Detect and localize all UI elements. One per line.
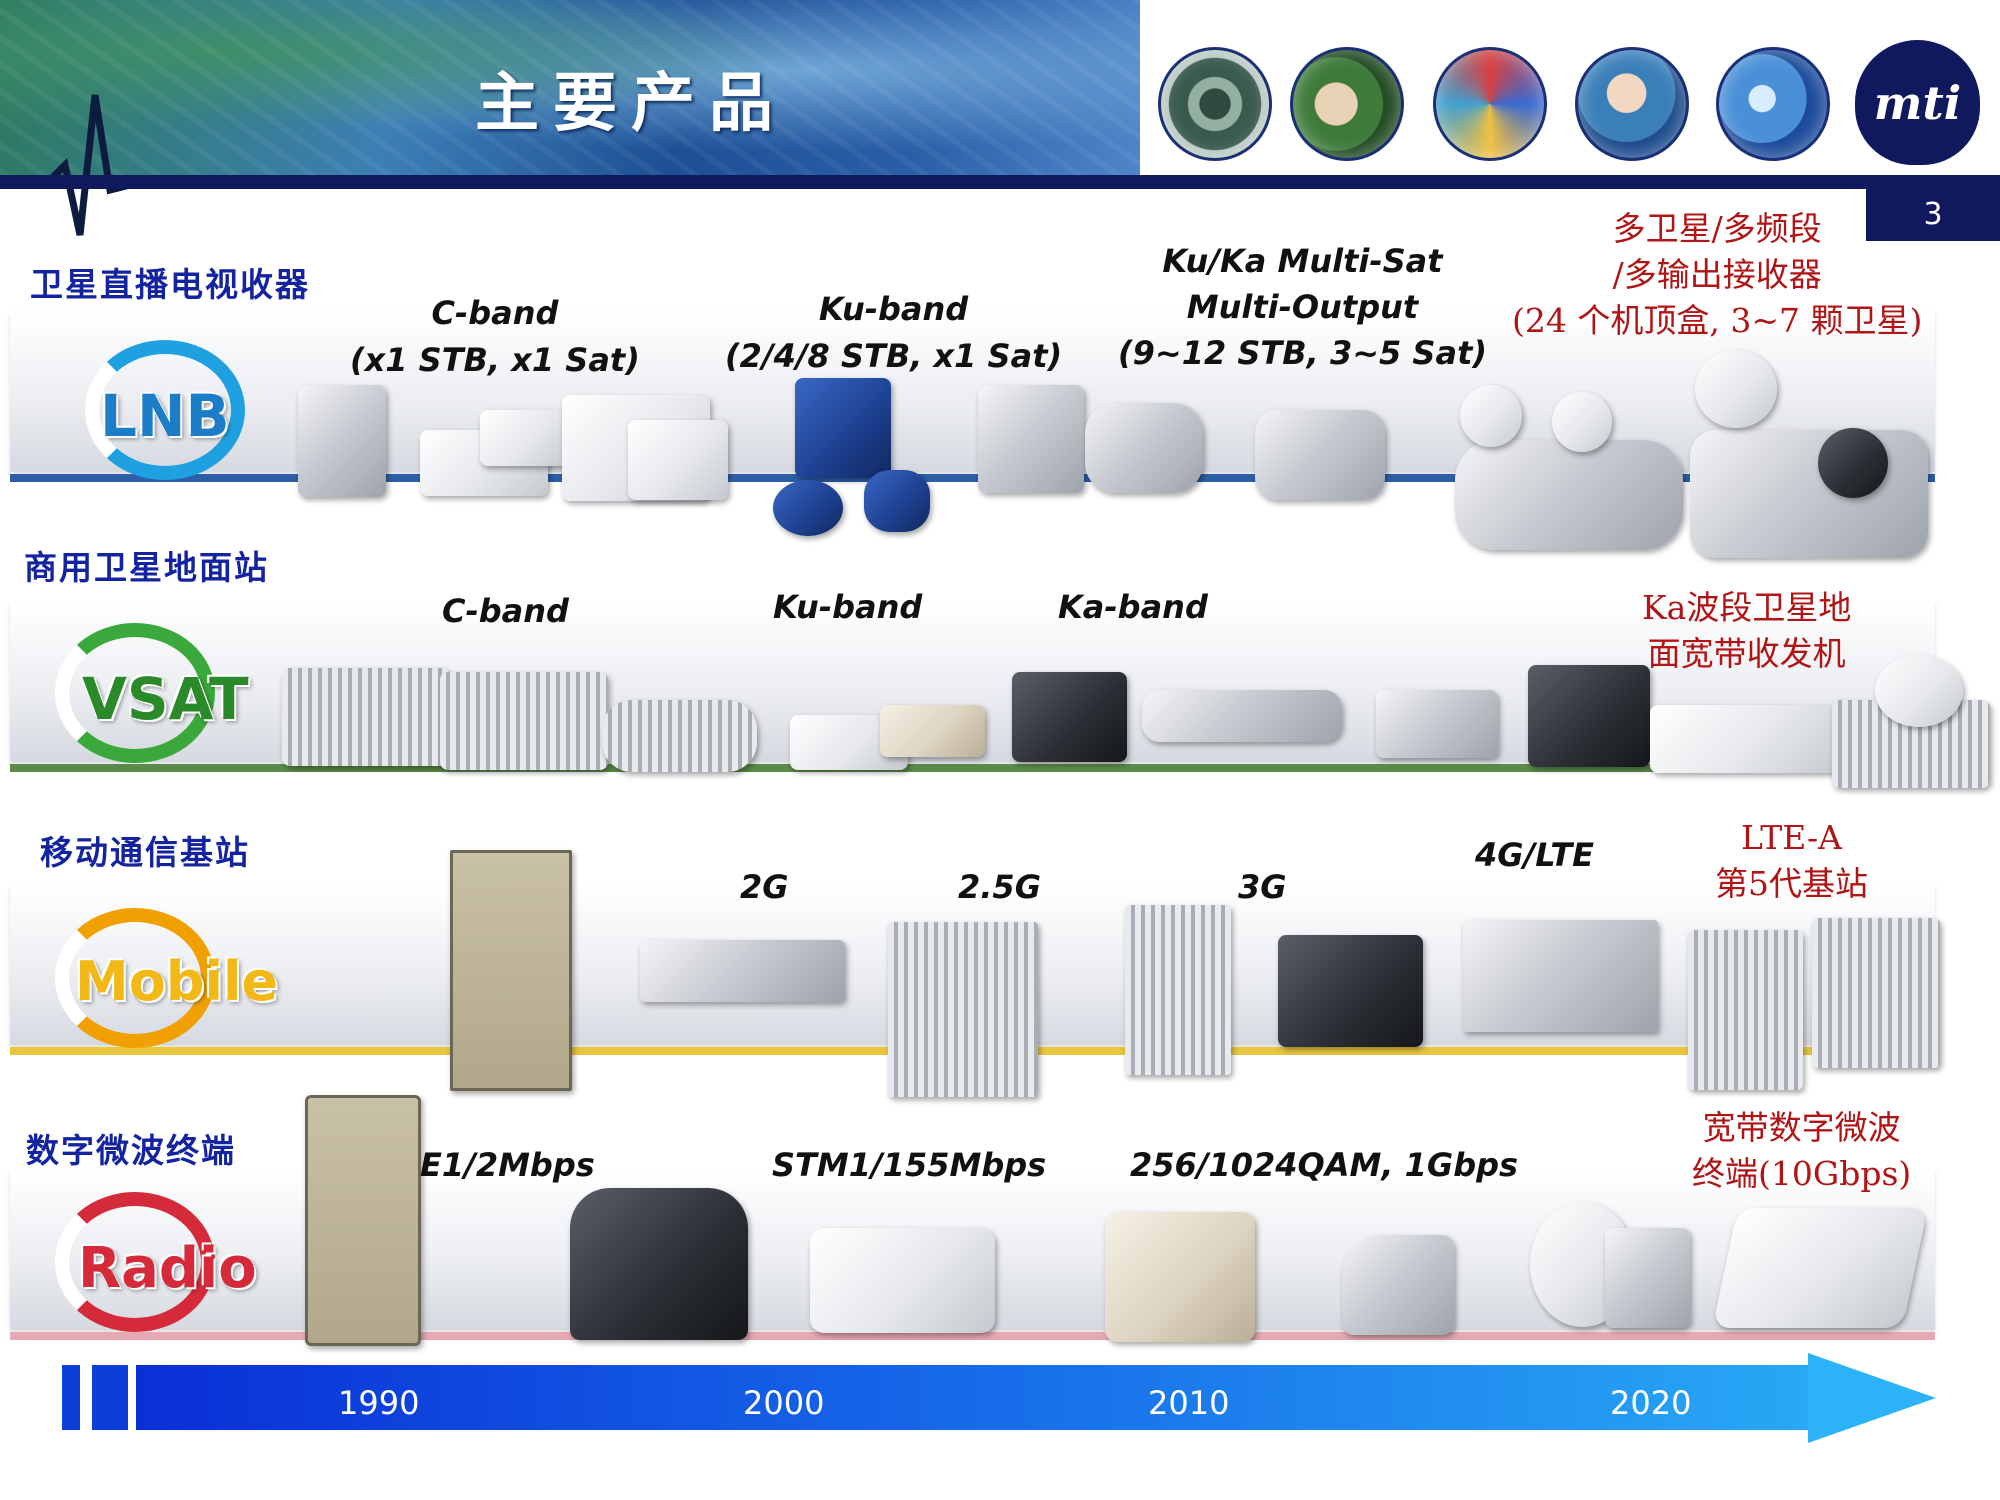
- product-lnb-6: [795, 378, 891, 478]
- product-vsat-8: [1376, 690, 1498, 758]
- label-4g-lte: 4G/LTE: [1475, 836, 1594, 874]
- product-lnb-5: [628, 420, 728, 500]
- timeline-year-1990: 1990: [338, 1384, 420, 1422]
- product-mobile-5: [1278, 935, 1423, 1047]
- timeline-year-2010: 2010: [1148, 1384, 1230, 1422]
- screens-photo-icon: [1433, 47, 1547, 161]
- product-radio-1: [305, 1095, 421, 1346]
- product-mobile-2: [640, 940, 845, 1002]
- product-vsat-6: [1012, 672, 1127, 762]
- category-title-lnb: 卫星直播电视收器: [30, 265, 310, 304]
- label-ka-band-vsat: Ka-band: [1058, 588, 1208, 626]
- product-lnb-12-dish-a: [1460, 385, 1522, 447]
- product-vsat-1: [282, 668, 450, 766]
- timeline-arrow-icon: [1808, 1353, 1936, 1443]
- product-vsat-7: [1142, 690, 1342, 742]
- product-lnb-3: [480, 410, 568, 466]
- product-lnb-8: [864, 470, 930, 532]
- product-radio-6: [1605, 1228, 1690, 1328]
- lnb-logo-text: LNB: [100, 382, 230, 450]
- product-lnb-13: [1690, 430, 1928, 558]
- page-number: 3: [1866, 189, 2000, 241]
- label-3g: 3G: [1238, 868, 1287, 906]
- heartbeat-line-icon: [20, 94, 130, 236]
- radio-logo-text: Radio: [78, 1236, 257, 1301]
- handheld-device-photo-icon: [1290, 47, 1404, 161]
- label-e1-2mbps: E1/2Mbps: [420, 1146, 595, 1184]
- product-lnb-7: [773, 480, 843, 536]
- row-underline-lnb: [10, 474, 1935, 482]
- product-vsat-11-dish: [1875, 655, 1963, 727]
- timeline-bar: [136, 1365, 1810, 1430]
- chip-photo-icon: [1158, 47, 1272, 161]
- timeline-year-2000: 2000: [743, 1384, 825, 1422]
- category-title-radio: 数字微波终端: [26, 1131, 236, 1170]
- category-title-mobile: 移动通信基站: [40, 833, 250, 872]
- highlight-mobile: LTE-A 第5代基站: [1715, 818, 1868, 903]
- header-banner-image: [0, 0, 1140, 175]
- header-divider: [0, 175, 2000, 189]
- product-radio-3: [810, 1228, 995, 1333]
- product-mobile-3: [888, 922, 1038, 1097]
- product-vsat-10: [1650, 705, 1842, 773]
- product-radio-5: [1342, 1235, 1454, 1335]
- product-vsat-2: [440, 672, 608, 770]
- product-lnb-13-dish-a: [1695, 350, 1777, 428]
- product-radio-4: [1105, 1212, 1255, 1342]
- product-lnb-13-dish-b: [1818, 428, 1888, 498]
- label-2-5g: 2.5G: [958, 868, 1041, 906]
- company-logo-text: mti: [1873, 76, 1962, 130]
- mobile-logo-text: Mobile: [75, 950, 279, 1013]
- label-stm1-155mbps: STM1/155Mbps: [772, 1146, 1047, 1184]
- product-lnb-1: [298, 385, 386, 497]
- product-mobile-4: [1125, 905, 1231, 1075]
- product-lnb-12-dish-b: [1552, 392, 1612, 452]
- product-mobile-7: [1688, 930, 1803, 1090]
- product-lnb-10: [1085, 403, 1203, 493]
- highlight-lnb: 多卫星/多频段 /多输出接收器 (24 个机顶盒, 3~7 颗卫星): [1512, 209, 1923, 340]
- row-underline-vsat: [10, 764, 1935, 772]
- timeline-bar-segment-b: [92, 1365, 128, 1430]
- label-ku-band-lnb: Ku-band (2/4/8 STB, x1 Sat): [725, 290, 1063, 375]
- label-qam-1gbps: 256/1024QAM, 1Gbps: [1130, 1146, 1519, 1184]
- category-title-vsat: 商用卫星地面站: [24, 548, 269, 587]
- label-2g: 2G: [740, 868, 789, 906]
- product-mobile-6: [1463, 920, 1658, 1032]
- vsat-logo-text: VSAT: [82, 665, 249, 733]
- product-vsat-5: [880, 705, 985, 757]
- product-mobile-8: [1812, 918, 1940, 1068]
- product-vsat-3: [602, 700, 757, 772]
- row-underline-radio: [10, 1332, 1935, 1340]
- product-vsat-9: [1528, 665, 1650, 767]
- product-radio-7: [1712, 1208, 1928, 1328]
- highlight-radio: 宽带数字微波 终端(10Gbps): [1692, 1108, 1912, 1193]
- timeline-bar-segment-a: [62, 1365, 80, 1430]
- product-radio-2: [570, 1188, 748, 1340]
- product-lnb-9: [978, 385, 1084, 493]
- globe-photo-icon: [1716, 47, 1830, 161]
- label-multisat-lnb: Ku/Ka Multi-Sat Multi-Output (9~12 STB, …: [1118, 242, 1487, 372]
- product-lnb-11: [1255, 410, 1385, 500]
- timeline-year-2020: 2020: [1610, 1384, 1692, 1422]
- highlight-vsat: Ka波段卫星地 面宽带收发机: [1642, 588, 1852, 673]
- person-phone-photo-icon: [1575, 47, 1689, 161]
- label-ku-band-vsat: Ku-band: [773, 588, 923, 626]
- label-c-band-vsat: C-band: [442, 592, 569, 630]
- product-lnb-12: [1455, 440, 1683, 550]
- page-title: 主要产品: [475, 66, 787, 141]
- header-banner-texture: [0, 0, 1140, 175]
- label-c-band-lnb: C-band (x1 STB, x1 Sat): [350, 294, 640, 379]
- company-logo: mti: [1855, 40, 1980, 165]
- product-mobile-1: [450, 850, 572, 1091]
